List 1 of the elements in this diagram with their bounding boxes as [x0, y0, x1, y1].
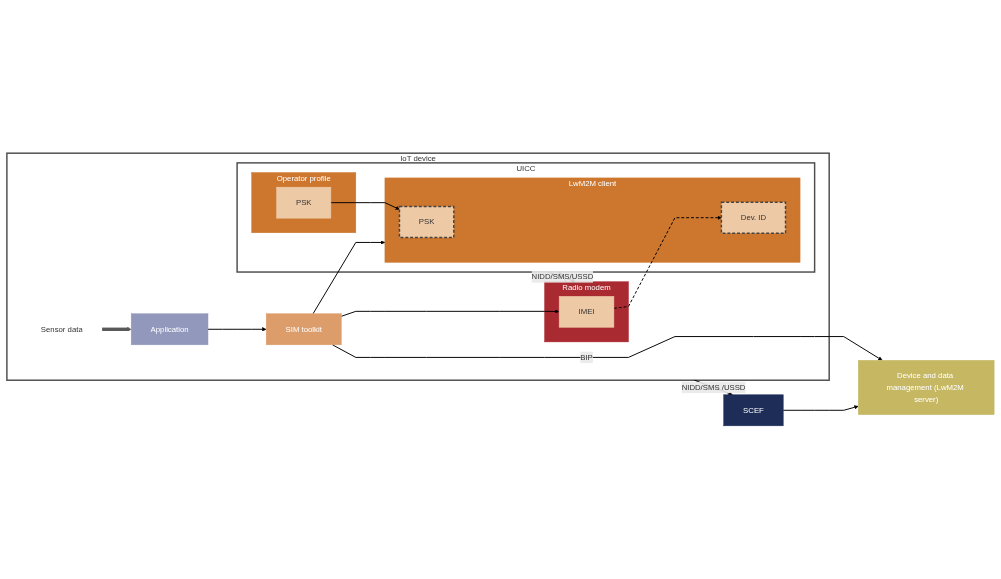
arrow	[102, 327, 132, 332]
